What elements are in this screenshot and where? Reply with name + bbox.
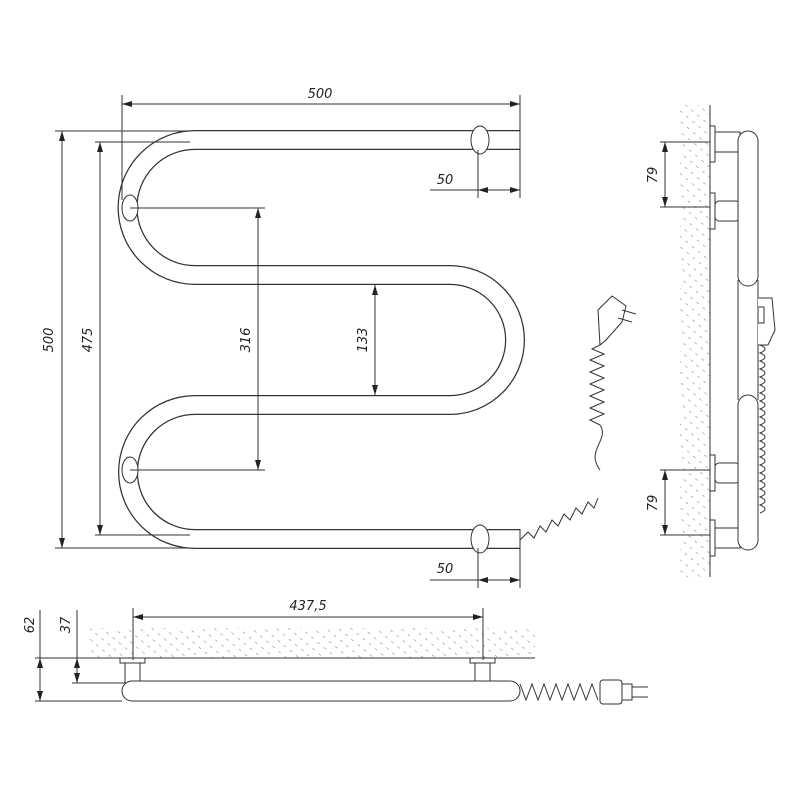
tube-side-lower — [737, 394, 759, 551]
power-cord-coil — [519, 339, 607, 541]
dimension-bend-spacing: 316 — [130, 207, 265, 471]
tube-fill — [118, 131, 524, 548]
svg-text:37: 37 — [59, 616, 74, 633]
dimension-bottom-offset: 50 — [430, 548, 521, 588]
svg-text:475: 475 — [81, 328, 96, 353]
front-view: 500 500 475 316 133 50 — [42, 87, 637, 588]
bottom-view: 437,5 62 37 — [23, 599, 648, 705]
svg-text:50: 50 — [437, 173, 454, 188]
dimension-inner-gap: 133 — [356, 285, 378, 395]
plug-icon — [599, 679, 648, 705]
dimension-overall-height: 500 — [42, 130, 190, 549]
side-view: 79 79 — [646, 105, 776, 577]
svg-text:500: 500 — [308, 87, 333, 102]
dimension-total-depth: 62 — [23, 610, 122, 702]
power-cord-coil-bottom — [519, 682, 599, 702]
svg-text:316: 316 — [239, 328, 254, 353]
svg-text:79: 79 — [646, 495, 661, 512]
dimension-center-height: 475 — [81, 141, 190, 536]
svg-text:133: 133 — [356, 328, 371, 353]
tube-side-upper — [737, 130, 759, 287]
mount-flange — [470, 125, 490, 155]
svg-text:437,5: 437,5 — [289, 599, 326, 614]
tube-bottom — [121, 680, 521, 702]
dimension-overall-width: 500 — [121, 87, 521, 200]
dimension-top-bracket: 79 — [646, 141, 710, 208]
tube-outline — [117, 130, 525, 549]
power-cord-coil-side — [758, 344, 766, 514]
dimension-bottom-bracket: 79 — [646, 469, 710, 536]
svg-text:50: 50 — [437, 562, 454, 577]
svg-text:62: 62 — [23, 617, 38, 634]
dimension-top-offset: 50 — [430, 150, 521, 198]
dimension-mount-spacing: 437,5 — [132, 599, 484, 660]
svg-text:500: 500 — [42, 328, 57, 353]
wall-hatch — [680, 105, 710, 577]
svg-text:79: 79 — [646, 167, 661, 184]
wall-hatch — [90, 628, 535, 658]
mount-flange — [470, 524, 490, 554]
plug-icon — [597, 295, 637, 347]
dimension-mount-depth: 37 — [59, 610, 125, 684]
